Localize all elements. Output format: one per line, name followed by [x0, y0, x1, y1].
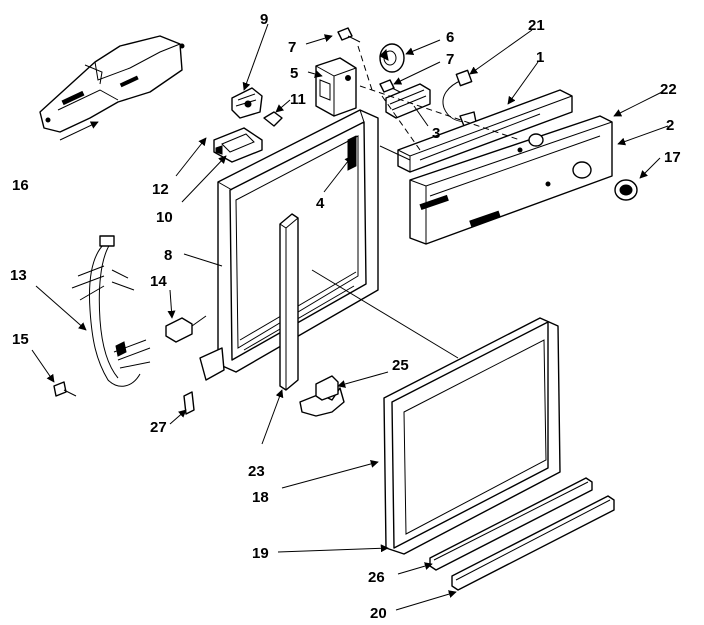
callout-9: 9: [260, 11, 268, 28]
callout-25: 25: [392, 357, 409, 374]
part-2-console-panel: [409, 115, 613, 245]
callout-5: 5: [290, 65, 298, 82]
part-5-switch: [315, 57, 357, 117]
callout-7-top: 7: [288, 39, 296, 56]
callout-21: 21: [528, 17, 545, 34]
part-25-bracket: [299, 375, 345, 417]
part-20-trim: [451, 495, 615, 591]
assembly-guide-lines: [311, 45, 521, 359]
callout-15: 15: [12, 331, 29, 348]
callout-1: 1: [536, 49, 544, 66]
callout-12: 12: [152, 181, 169, 198]
callout-17: 17: [664, 149, 681, 166]
part-15-screw: [53, 381, 77, 397]
part-16-wire-cover: [39, 35, 185, 133]
part-6-knob-cam: [379, 43, 405, 73]
part-17-knob: [614, 179, 638, 201]
callout-13: 13: [10, 267, 27, 284]
callout-2: 2: [666, 117, 674, 134]
callout-6: 6: [446, 29, 454, 46]
callout-16: 16: [12, 177, 29, 194]
callout-leaders: [31, 23, 669, 611]
part-21-wire-harness-small: [442, 69, 477, 127]
part-18-outer-door-panel: [383, 317, 561, 555]
callout-8: 8: [164, 247, 172, 264]
callout-14: 14: [150, 273, 167, 290]
callout-18: 18: [252, 489, 269, 506]
part-27-clip: [183, 391, 195, 415]
part-1-console-top: [397, 89, 573, 173]
callout-19: 19: [252, 545, 269, 562]
callout-10: 10: [156, 209, 173, 226]
part-23-door-strip: [279, 213, 299, 391]
callout-22: 22: [660, 81, 677, 98]
part-9-latch-bracket: [231, 87, 263, 119]
callout-27: 27: [150, 419, 167, 436]
callout-20: 20: [370, 605, 387, 622]
part-11-clip: [263, 111, 283, 127]
callout-26: 26: [368, 569, 385, 586]
callout-4: 4: [316, 195, 325, 212]
part-13-wire-harness: [71, 235, 151, 387]
callout-23: 23: [248, 463, 265, 480]
part-10-latch-base: [213, 127, 263, 163]
callout-7-mid: 7: [446, 51, 454, 68]
callout-labels: 9 7 5 6 7 21 1 22 2 17 3 4 11 12 10 8 13…: [10, 11, 681, 622]
part-14-connector: [165, 315, 207, 343]
callout-11: 11: [290, 91, 306, 108]
callout-3: 3: [432, 125, 440, 142]
part-7-screw-top: [337, 27, 361, 43]
